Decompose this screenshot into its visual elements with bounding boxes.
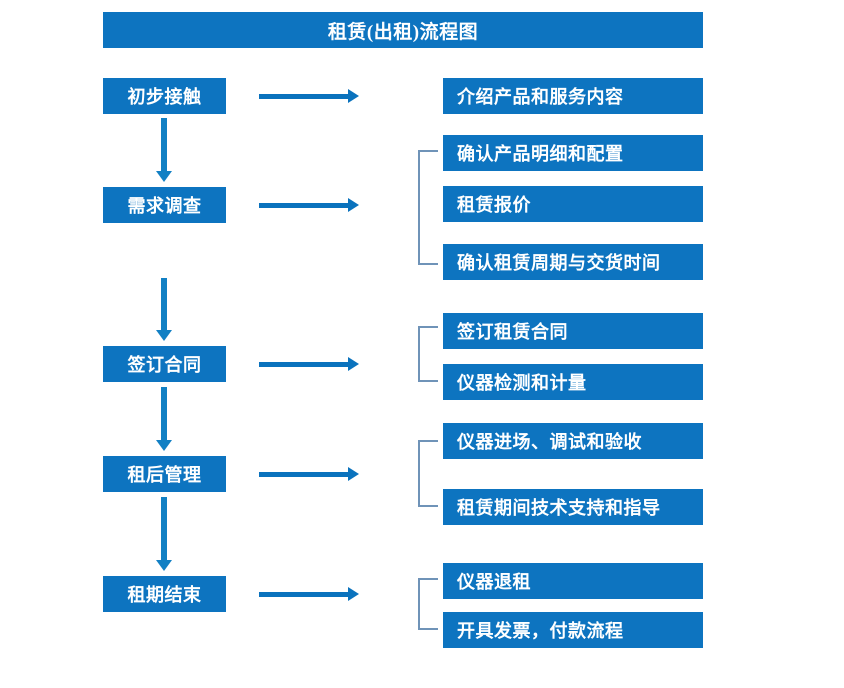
arrow-head bbox=[348, 198, 359, 212]
arrow-shaft bbox=[259, 592, 349, 597]
arrow-shaft bbox=[161, 278, 167, 331]
arrow-right-icon bbox=[259, 355, 359, 373]
arrow-right-icon bbox=[259, 87, 359, 105]
arrow-shaft bbox=[161, 497, 167, 561]
detail-node[interactable]: 租赁期间技术支持和指导 bbox=[443, 489, 703, 525]
arrow-head bbox=[156, 330, 172, 341]
detail-node[interactable]: 租赁报价 bbox=[443, 186, 703, 222]
detail-node[interactable]: 确认租赁周期与交货时间 bbox=[443, 244, 703, 280]
detail-node[interactable]: 仪器检测和计量 bbox=[443, 364, 703, 400]
arrow-down-icon bbox=[155, 118, 173, 182]
arrow-down-icon bbox=[155, 278, 173, 341]
arrow-shaft bbox=[259, 94, 349, 99]
arrow-head bbox=[156, 171, 172, 182]
detail-node[interactable]: 仪器退租 bbox=[443, 563, 703, 599]
arrow-right-icon bbox=[259, 196, 359, 214]
arrow-head bbox=[348, 467, 359, 481]
stage-node[interactable]: 初步接触 bbox=[103, 78, 226, 114]
arrow-head bbox=[348, 587, 359, 601]
arrow-shaft bbox=[161, 387, 167, 441]
group-bracket bbox=[418, 440, 438, 507]
arrow-shaft bbox=[259, 472, 349, 477]
group-bracket bbox=[418, 578, 438, 630]
detail-node[interactable]: 介绍产品和服务内容 bbox=[443, 78, 703, 114]
arrow-right-icon bbox=[259, 465, 359, 483]
arrow-head bbox=[156, 440, 172, 451]
detail-node[interactable]: 开具发票，付款流程 bbox=[443, 612, 703, 648]
stage-node[interactable]: 租后管理 bbox=[103, 456, 226, 492]
stage-node[interactable]: 需求调查 bbox=[103, 187, 226, 223]
detail-node[interactable]: 仪器进场、调试和验收 bbox=[443, 423, 703, 459]
stage-node[interactable]: 租期结束 bbox=[103, 576, 226, 612]
arrow-right-icon bbox=[259, 585, 359, 603]
arrow-head bbox=[348, 357, 359, 371]
chart-title: 租赁(出租)流程图 bbox=[103, 12, 703, 48]
arrow-down-icon bbox=[155, 497, 173, 571]
group-bracket bbox=[418, 326, 438, 382]
stage-node[interactable]: 签订合同 bbox=[103, 346, 226, 382]
arrow-down-icon bbox=[155, 387, 173, 451]
arrow-shaft bbox=[259, 362, 349, 367]
arrow-head bbox=[156, 560, 172, 571]
detail-node[interactable]: 确认产品明细和配置 bbox=[443, 135, 703, 171]
detail-node[interactable]: 签订租赁合同 bbox=[443, 313, 703, 349]
arrow-shaft bbox=[161, 118, 167, 172]
group-bracket bbox=[418, 150, 438, 265]
arrow-head bbox=[348, 89, 359, 103]
arrow-shaft bbox=[259, 203, 349, 208]
